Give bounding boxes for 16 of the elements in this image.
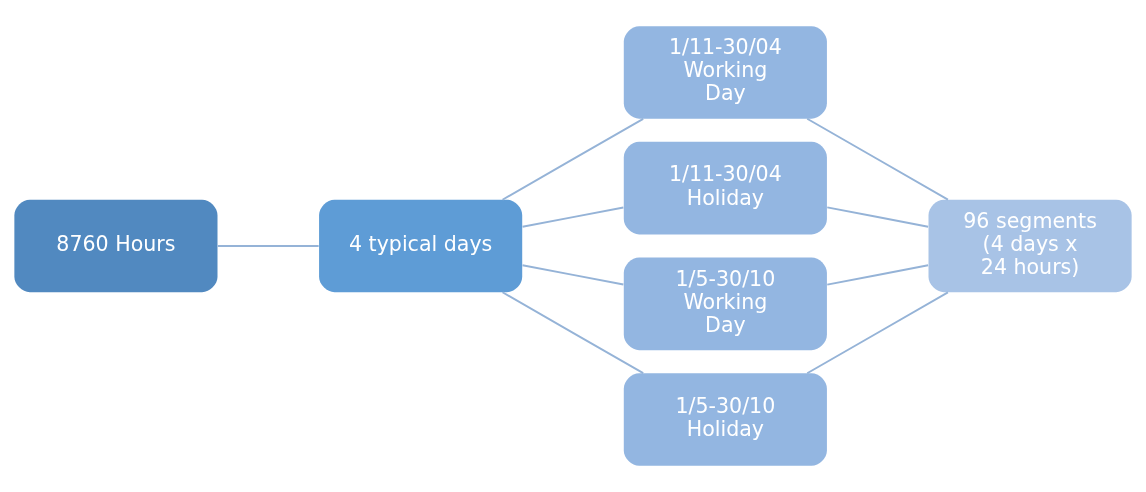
connector [501,117,645,201]
node-box: 4 typical days [319,199,523,293]
connector [216,245,320,247]
connector [806,117,949,201]
node-box: 8760 Hours [14,199,218,293]
node-box: 1/11-30/04 Holiday [623,141,827,235]
node-box: 1/11-30/04 Working Day [623,26,827,119]
connector [826,206,930,228]
node-box: 96 segments (4 days x 24 hours) [928,199,1132,293]
node-box: 1/5-30/10 Working Day [623,257,827,351]
connector [806,291,949,375]
connector [521,264,625,286]
connector [826,264,930,286]
connector [521,206,625,228]
connector [501,291,645,375]
node-box: 1/5-30/10 Holiday [623,373,827,466]
